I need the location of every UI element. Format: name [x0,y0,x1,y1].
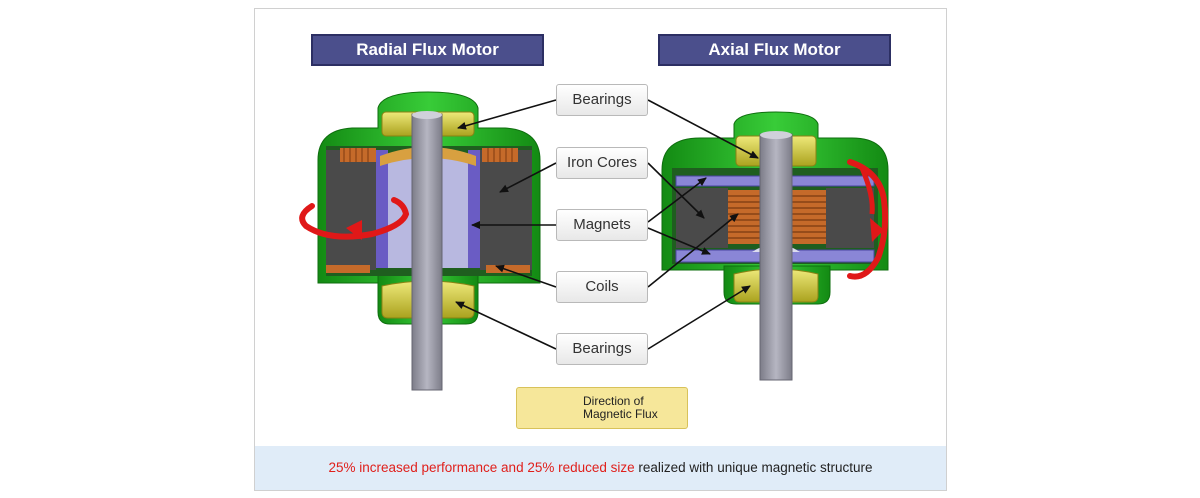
caption-highlight-size: 25% reduced size [527,460,635,475]
radial-iron-core-right [480,150,532,270]
radial-magnet-left [376,150,388,268]
legend-line-2: Magnetic Flux [583,407,658,421]
axial-flux-title: Axial Flux Motor [658,34,891,66]
caption-band: 25% increased performance and 25% reduce… [255,446,946,490]
legend-line-1: Direction of [583,394,644,408]
flux-legend: Direction of Magnetic Flux [516,387,688,429]
radial-coil-bottom-left [326,265,370,273]
radial-coil-top-left [340,148,376,162]
label-iron-cores: Iron Cores [556,147,648,179]
label-coils: Coils [556,271,648,303]
caption-highlight-performance: 25% increased performance [328,460,498,475]
radial-coil-bottom-right [486,265,530,273]
leader-lines [455,99,759,350]
axial-shaft [759,133,793,381]
axial-iron-core-left [676,188,728,248]
caption: 25% increased performance and 25% reduce… [255,446,946,490]
axial-flux-arrow [847,159,889,280]
axial-iron-core-right [826,188,874,248]
radial-iron-core-left [326,150,376,270]
radial-flux-title: Radial Flux Motor [311,34,544,66]
radial-flux-arrow [299,197,410,240]
axial-motor [661,111,889,381]
legend-text: Direction of Magnetic Flux [583,395,658,421]
axial-coils [728,190,826,244]
label-magnets: Magnets [556,209,648,241]
radial-motor [299,91,541,391]
label-bearings-bottom: Bearings [556,333,648,365]
caption-connector: and [497,460,528,475]
label-bearings-top: Bearings [556,84,648,116]
caption-rest: realized with unique magnetic structure [634,460,873,475]
radial-magnet-right [468,150,480,268]
radial-shaft [411,113,443,391]
